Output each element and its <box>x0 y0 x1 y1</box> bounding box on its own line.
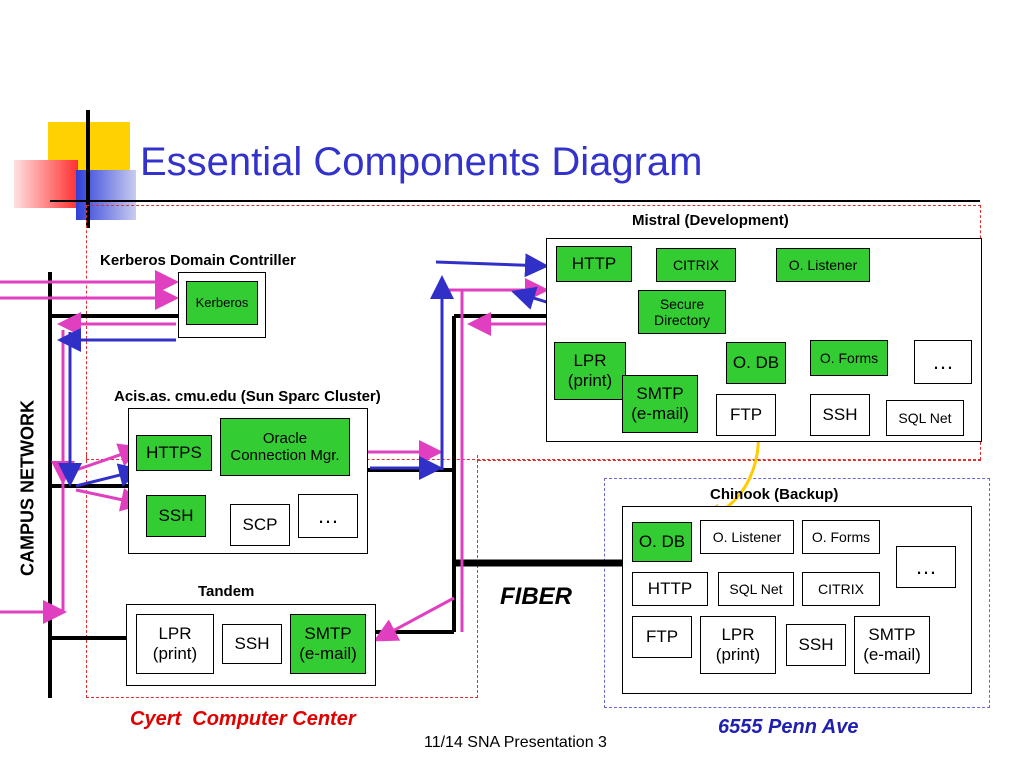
tandem-ssh: SSH <box>222 624 282 664</box>
mistral-title: Mistral (Development) <box>632 212 789 229</box>
acis-scp: SCP <box>230 504 290 546</box>
chinook-title: Chinook (Backup) <box>710 486 839 503</box>
mistral-more: … <box>914 340 972 384</box>
mistral-lpr: LPR (print) <box>554 342 626 400</box>
mistral-forms: O. Forms <box>810 340 888 376</box>
kerberos-box: Kerberos <box>186 281 258 325</box>
mistral-sqlnet: SQL Net <box>886 400 964 436</box>
logo-horizontal-line <box>50 200 980 202</box>
tandem-title: Tandem <box>198 583 255 600</box>
fiber-label: FIBER <box>500 583 572 610</box>
penn-site-label: 6555 Penn Ave <box>718 716 859 738</box>
chinook-listener: O. Listener <box>700 520 794 554</box>
chinook-http: HTTP <box>632 572 708 606</box>
tandem-smtp: SMTP (e-mail) <box>290 614 366 674</box>
mistral-ftp: FTP <box>716 394 776 436</box>
campus-network-label: CAMPUS NETWORK <box>18 400 39 576</box>
acis-more: … <box>298 494 358 538</box>
chinook-forms: O. Forms <box>802 520 880 554</box>
cyert-site-label: Cyert Computer Center <box>130 708 356 730</box>
acis-oracle-connection-mgr: Oracle Connection Mgr. <box>220 418 350 476</box>
kerberos-title: Kerberos Domain Contriller <box>100 252 296 269</box>
chinook-lpr: LPR (print) <box>700 616 776 674</box>
tandem-lpr: LPR (print) <box>136 614 214 674</box>
chinook-sqlnet: SQL Net <box>718 572 794 606</box>
cyert-region-lower <box>86 455 478 698</box>
chinook-ssh: SSH <box>786 624 846 666</box>
chinook-ftp: FTP <box>632 616 692 658</box>
mistral-smtp: SMTP (e-mail) <box>622 375 698 433</box>
chinook-citrix: CITRIX <box>802 572 880 606</box>
acis-ssh: SSH <box>146 495 206 537</box>
campus-network-text: CAMPUS NETWORK <box>17 400 38 576</box>
mistral-secure-directory: Secure Directory <box>638 290 726 334</box>
acis-title: Acis.as. cmu.edu (Sun Sparc Cluster) <box>114 388 381 405</box>
logo-vertical-line <box>86 110 90 228</box>
acis-https: HTTPS <box>136 435 212 471</box>
mistral-ssh: SSH <box>810 394 870 436</box>
slide-title: Essential Components Diagram <box>140 140 703 184</box>
chinook-more: … <box>896 546 956 588</box>
chinook-smtp: SMTP (e-mail) <box>854 616 930 674</box>
mistral-listener: O. Listener <box>776 248 870 282</box>
chinook-odb: O. DB <box>632 522 692 562</box>
mistral-citrix: CITRIX <box>656 248 736 282</box>
slide-footer: 11/14 SNA Presentation 3 <box>424 734 607 751</box>
arrow-b6 <box>435 253 549 278</box>
arrow-m11 <box>373 596 455 642</box>
mistral-odb: O. DB <box>726 342 786 384</box>
mistral-http: HTTP <box>556 246 632 282</box>
chinook-region <box>604 478 990 708</box>
